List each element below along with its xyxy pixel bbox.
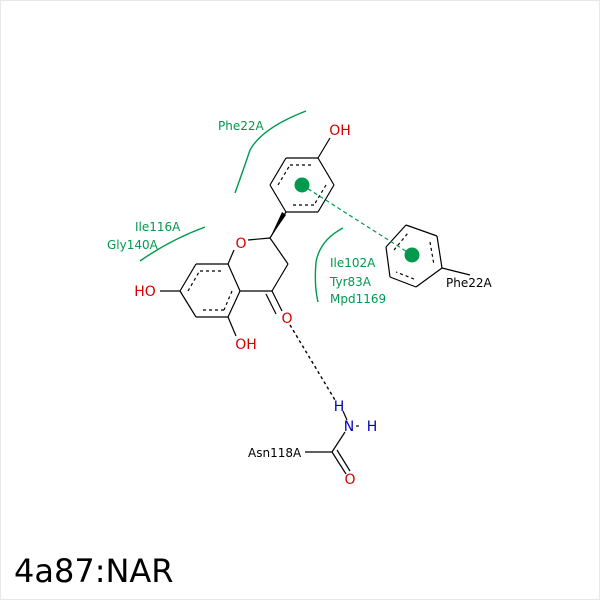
- bond: [269, 211, 287, 239]
- bond: [227, 249, 235, 265]
- bond: [269, 184, 287, 213]
- residue-label-mpd1169: Mpd1169: [330, 292, 386, 306]
- bond: [385, 224, 407, 248]
- hydroxyl-left-label: HO: [134, 284, 156, 300]
- amide-nitrogen-label: N: [344, 419, 354, 435]
- aromatic-bond: [277, 164, 291, 186]
- residue-label-gly140a: Gly140A: [107, 238, 159, 252]
- bond: [389, 276, 417, 288]
- phe22a-ring: [385, 224, 471, 288]
- amide-hydrogen-upper-label: H: [334, 399, 345, 415]
- hydrogen-bond-line: [289, 324, 336, 401]
- bond: [271, 290, 283, 312]
- bond: [227, 316, 237, 337]
- bond: [179, 263, 197, 292]
- pi-centroid-phe22a: [404, 247, 420, 263]
- bond: [331, 431, 346, 453]
- residue-labels: Phe22A Ile116A Gly140A Ile102A Tyr83A Mp…: [107, 119, 492, 460]
- bond: [385, 246, 391, 278]
- contact-arc-phe22a-top: [234, 110, 307, 194]
- hydroxyl-bottom-label: OH: [235, 337, 257, 353]
- bond: [227, 263, 241, 292]
- pi-stacking-line: [301, 184, 413, 256]
- bond: [265, 293, 277, 315]
- bond: [317, 157, 335, 186]
- ring-oxygen-label: O: [235, 236, 246, 252]
- ligand-structure: [160, 137, 335, 337]
- asn118a-fragment: [305, 410, 362, 475]
- bond: [227, 290, 241, 318]
- bond: [317, 137, 331, 159]
- ligand-caption: 4a87:NAR: [14, 552, 174, 590]
- amide-hydrogen-right-label: H: [367, 419, 378, 435]
- amide-oxygen-label: O: [344, 472, 355, 488]
- bond: [179, 290, 197, 318]
- aromatic-bond: [429, 241, 435, 266]
- carbonyl-oxygen-label: O: [281, 311, 292, 327]
- residue-label-tyr83a: Tyr83A: [329, 275, 372, 289]
- aromatic-bond: [313, 184, 327, 206]
- residue-label-ile116a: Ile116A: [135, 220, 181, 234]
- bond: [331, 451, 347, 475]
- aromatic-bond: [187, 271, 200, 292]
- bond: [405, 224, 438, 237]
- bond: [415, 267, 443, 288]
- aromatic-bond: [395, 271, 415, 280]
- hydrophobic-contacts: [139, 110, 344, 303]
- residue-label-asn118a: Asn118A: [248, 446, 302, 460]
- contact-arc-ile102a: [314, 227, 344, 303]
- hydroxyl-top-label: OH: [329, 123, 351, 139]
- aromatic-bond: [393, 232, 409, 251]
- pi-centroid-ligand: [294, 177, 310, 193]
- atom-labels: O O HO OH OH O N H H: [134, 123, 377, 488]
- bond: [436, 235, 443, 269]
- interaction-lines: [289, 177, 420, 401]
- bond: [271, 263, 289, 292]
- aromatic-bond: [223, 290, 233, 311]
- contact-arc-ile116a: [139, 226, 206, 262]
- bond: [247, 237, 271, 241]
- bond: [336, 449, 351, 472]
- residue-label-phe22a-stack: Phe22A: [446, 276, 492, 290]
- bond: [269, 237, 289, 265]
- bond: [317, 184, 335, 213]
- residue-label-ile102a: Ile102A: [330, 256, 376, 270]
- bond: [342, 410, 348, 421]
- bond: [441, 267, 471, 276]
- bond: [269, 157, 287, 186]
- residue-label-phe22a-top: Phe22A: [218, 119, 264, 133]
